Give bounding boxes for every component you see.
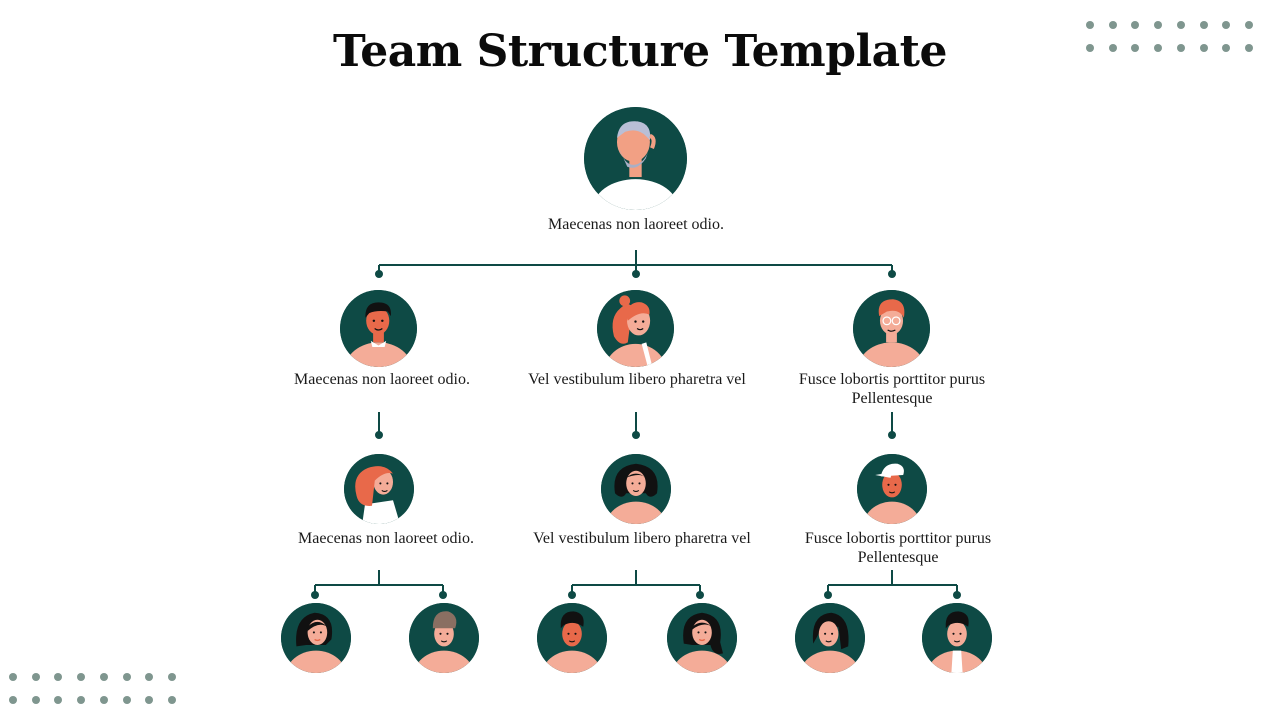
elder-man-avatar-icon (584, 107, 687, 210)
decorative-dot (122, 696, 131, 704)
woman-avatar-icon (281, 603, 351, 673)
decorative-dot (1154, 44, 1163, 52)
man-cap-avatar-icon (857, 454, 927, 524)
decorative-dot (1244, 44, 1253, 52)
node-label-level2-1: Maecenas non laoreet odio. (298, 530, 474, 547)
decorative-dot (77, 696, 86, 704)
decorative-dot (99, 696, 108, 704)
decorative-dot (1176, 21, 1185, 29)
decorative-dot (1176, 44, 1185, 52)
man-beanie-avatar-icon (409, 603, 479, 673)
man-avatar-icon (340, 290, 417, 367)
woman-red-hair-avatar-icon (344, 454, 414, 524)
decorative-dot (167, 673, 176, 681)
decorative-dot (167, 696, 176, 704)
node-label-level2-2: Vel vestibulum libero pharetra vel (533, 530, 751, 547)
decorative-dot (1131, 21, 1140, 29)
decorative-dot (145, 673, 154, 681)
woman-avatar-icon (795, 603, 865, 673)
decorative-dot (1222, 44, 1231, 52)
node-label-level1-2: Vel vestibulum libero pharetra vel (528, 371, 746, 388)
decorative-dot (1222, 21, 1231, 29)
decorative-dot (54, 696, 63, 704)
decorative-dot (99, 673, 108, 681)
decorative-dot (1086, 44, 1094, 52)
decorative-dot (122, 673, 131, 681)
man-avatar-icon (922, 603, 992, 673)
decorative-dot (1108, 21, 1117, 29)
woman-dark-hair-avatar-icon (601, 454, 671, 524)
decorative-dot (1199, 44, 1208, 52)
woman-avatar-icon (667, 603, 737, 673)
decorative-dot (77, 673, 86, 681)
node-label-level2-3: Fusce lobortis porttitor purus Pellentes… (804, 530, 992, 566)
decorative-dot (9, 696, 17, 704)
decorative-dot (1244, 21, 1253, 29)
decorative-dot (1108, 44, 1117, 52)
decorative-dot (9, 673, 17, 681)
node-label-level1-3: Fusce lobortis porttitor purus Pellentes… (798, 371, 986, 407)
node-label-level1-1: Maecenas non laoreet odio. (294, 371, 470, 388)
decorative-dot (54, 673, 63, 681)
decorative-dot (1086, 21, 1094, 29)
decorative-dot (1154, 21, 1163, 29)
decorative-dot (31, 696, 40, 704)
man-avatar-icon (537, 603, 607, 673)
decorative-dot (145, 696, 154, 704)
woman-ponytail-avatar-icon (597, 290, 674, 367)
decorative-dot (1199, 21, 1208, 29)
node-label-root: Maecenas non laoreet odio. (548, 216, 724, 233)
page-title: Team Structure Template (333, 26, 948, 77)
man-glasses-avatar-icon (853, 290, 930, 367)
decorative-dot (1131, 44, 1140, 52)
decorative-dot (31, 673, 40, 681)
